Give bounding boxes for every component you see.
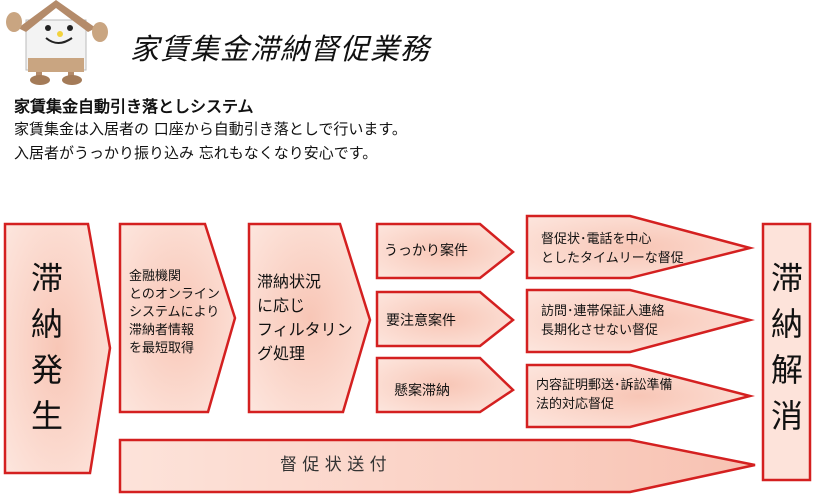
bottom-label: 督 促 状 送 付	[280, 455, 387, 475]
description-line: 家賃集金は入居者の 口座から自動引き落としで行います。	[14, 120, 407, 138]
subtitle: 家賃集金自動引き落としシステム	[14, 97, 254, 116]
action2-arrow	[525, 288, 755, 354]
step1-arrow	[118, 222, 237, 414]
step2-text: 滞納状況に応じフィルタリング処理	[257, 272, 353, 363]
action-text: 内容証明郵送･訴訟準備法的対応督促	[536, 378, 673, 412]
start-arrow	[3, 222, 112, 475]
case3-arrow	[375, 356, 515, 414]
action1-arrow	[525, 214, 755, 280]
case-label: 要注意案件	[386, 313, 456, 329]
action3-arrow	[525, 363, 755, 429]
description-line: 入居者がうっかり振り込み 忘れもなくなり安心です。	[14, 144, 378, 162]
bottom-arrow	[118, 438, 756, 494]
step1-text: 金融機関とのオンラインシステムにより滞納者情報を最短取得	[129, 269, 220, 356]
end-box	[761, 222, 812, 482]
case2-arrow	[375, 290, 515, 348]
case1-arrow	[375, 222, 515, 280]
step2-arrow	[247, 222, 372, 414]
page-title: 家賃集金滞納督促業務	[130, 32, 431, 66]
action-text: 督促状･電話を中心としたタイムリーな督促	[541, 232, 684, 266]
end-label: 滞納解消	[770, 259, 803, 435]
case-label: 懸案滞納	[394, 383, 450, 399]
case-label: うっかり案件	[384, 243, 468, 259]
action-text: 訪問･連帯保証人連絡長期化させない督促	[541, 304, 665, 338]
mascot-icon	[6, 0, 108, 85]
start-label: 滞納発生	[30, 259, 63, 435]
